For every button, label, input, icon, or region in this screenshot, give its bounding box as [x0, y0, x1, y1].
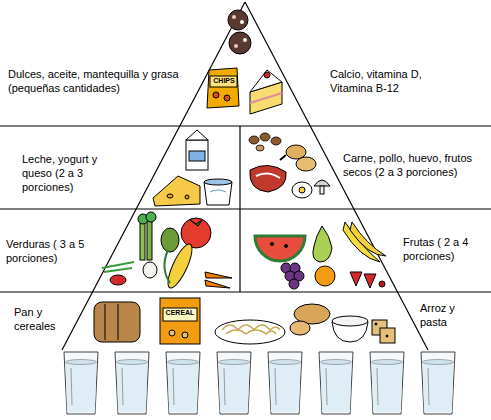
milk-carton	[186, 130, 208, 170]
glass-outline	[166, 352, 200, 414]
package-text: CHIPS	[209, 77, 239, 86]
water-surface	[168, 360, 199, 365]
nuts	[249, 133, 281, 151]
water-glasses	[64, 352, 455, 414]
chips-bag	[207, 68, 239, 108]
glass-shine	[377, 368, 378, 405]
group-label: Dulces, aceite, mantequilla y grasa (peq…	[8, 68, 182, 96]
cereal-box	[160, 298, 200, 344]
group-label: Frutas ( 2 a 4 porciones)	[403, 236, 479, 264]
water	[270, 362, 301, 412]
cheese	[153, 176, 200, 206]
glass-shine	[71, 368, 72, 405]
water-surface	[423, 360, 454, 365]
glass-outline	[319, 352, 353, 414]
glass-outline	[370, 352, 404, 414]
glass-shine	[224, 368, 225, 405]
fruits	[255, 222, 386, 289]
water-surface	[219, 360, 250, 365]
water-glass	[370, 352, 404, 414]
water-glass	[268, 352, 302, 414]
water	[423, 362, 454, 412]
water-surface	[117, 360, 148, 365]
water-glass	[166, 352, 200, 414]
crackers	[372, 320, 395, 343]
glass-shine	[275, 368, 276, 405]
group-label: Leche, yogurt y queso (2 a 3 porciones)	[22, 153, 118, 194]
glass-outline	[268, 352, 302, 414]
water-surface	[321, 360, 352, 365]
water-glass	[319, 352, 353, 414]
water	[219, 362, 250, 412]
bread-rolls	[290, 304, 330, 335]
glass-shine	[173, 368, 174, 405]
water-glass	[64, 352, 98, 414]
glass-outline	[421, 352, 455, 414]
water-glass	[421, 352, 455, 414]
water	[372, 362, 403, 412]
glass-shine	[428, 368, 429, 405]
yogurt-cup	[204, 179, 232, 205]
water	[168, 362, 199, 412]
egg-mushroom	[292, 180, 330, 198]
glass-outline	[217, 352, 251, 414]
group-label: Arroz y pasta	[420, 302, 476, 330]
glass-outline	[115, 352, 149, 414]
cookies	[228, 10, 251, 54]
package-text: CEREAL	[160, 309, 200, 318]
cake-slice	[250, 70, 282, 114]
spaghetti-plate	[215, 320, 285, 344]
pyramid-lines	[0, 2, 491, 350]
water	[321, 362, 352, 412]
water-surface	[66, 360, 97, 365]
water-surface	[372, 360, 403, 365]
glass-shine	[326, 368, 327, 405]
chicken	[280, 145, 316, 171]
group-label: Verduras ( 3 a 5 porciones)	[6, 238, 92, 266]
water-surface	[270, 360, 301, 365]
vegetables	[102, 212, 232, 291]
nutrient-note: Calcio, vitamina D, Vitamina B-12	[330, 68, 452, 96]
group-label: Carne, pollo, huevo, frutos secos (2 a 3…	[343, 152, 486, 180]
water	[66, 362, 97, 412]
water	[117, 362, 148, 412]
water-glass	[217, 352, 251, 414]
rice-bowl	[332, 316, 368, 342]
water-glass	[115, 352, 149, 414]
glass-outline	[64, 352, 98, 414]
bread-loaf	[94, 302, 140, 342]
steak	[250, 165, 286, 192]
group-label: Pan y cereales	[14, 306, 64, 334]
glass-shine	[122, 368, 123, 405]
